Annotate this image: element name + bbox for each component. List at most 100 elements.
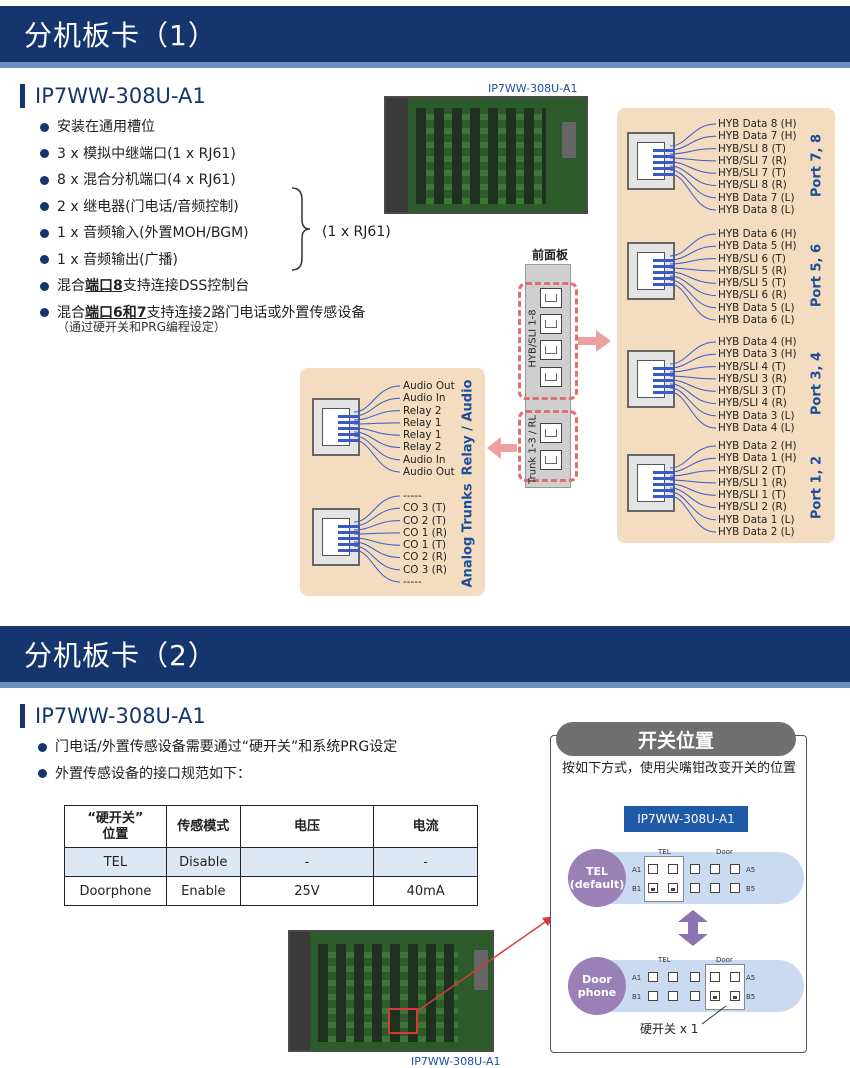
pin-a1: A1 bbox=[632, 974, 642, 982]
pin-label: Audio In bbox=[403, 453, 446, 466]
bullet-dot-icon bbox=[38, 769, 47, 779]
dip-switch-icon bbox=[668, 972, 678, 982]
pin-label: HYB Data 1 (L) bbox=[718, 513, 795, 526]
pin-label: ----- bbox=[403, 490, 422, 502]
dip-switch-icon bbox=[710, 991, 720, 1001]
rj61-jack-icon bbox=[627, 454, 675, 512]
bullet-emphasis: 端口8 bbox=[85, 278, 123, 294]
table-header: 电压 bbox=[239, 805, 375, 848]
pin-label: HYB/SLI 8 (R) bbox=[718, 179, 787, 192]
pin-label: HYB Data 1 (H) bbox=[718, 452, 797, 465]
group-label-door: Door bbox=[716, 956, 733, 964]
switch-location-highlight bbox=[388, 1008, 418, 1034]
pin-label: HYB/SLI 2 (T) bbox=[718, 464, 786, 477]
table-cell: Disable bbox=[165, 847, 241, 877]
bullet-emphasis: 端口6和7 bbox=[85, 304, 147, 321]
wire-fan-icon bbox=[353, 495, 401, 583]
bullet-item: 安装在通用槽位 bbox=[40, 114, 365, 141]
pin-label: HYB/SLI 4 (R) bbox=[718, 397, 787, 410]
rj61-jack-icon bbox=[627, 242, 675, 300]
bullet-text: 2 x 继电器(门电话/音频控制) bbox=[57, 198, 239, 215]
trunk-group-highlight bbox=[518, 410, 578, 482]
hyb-group-label: HYB/SLI 1-8 bbox=[527, 309, 539, 368]
table-cell: - bbox=[373, 847, 478, 877]
bullet-text: 安装在通用槽位 bbox=[57, 119, 155, 135]
brace-note: (1 x RJ61) bbox=[322, 224, 391, 240]
pin-label: Relay 2 bbox=[403, 441, 442, 454]
pin-label: HYB/SLI 1 (T) bbox=[718, 489, 786, 502]
dip-switch-icon bbox=[730, 883, 740, 893]
section1-bullet-list: 安装在通用槽位 3 x 模拟中继端口(1 x RJ61) 8 x 混合分机端口(4 … bbox=[40, 114, 365, 334]
rj61-jack-icon bbox=[627, 350, 675, 408]
pin-label: HYB Data 4 (H) bbox=[718, 336, 797, 348]
pin-a1: A1 bbox=[632, 866, 642, 874]
bullet-item: 外置传感设备的接口规范如下： bbox=[38, 761, 397, 788]
bullet-item: 2 x 继电器(门电话/音频控制) bbox=[40, 194, 365, 221]
pin-label: HYB Data 7 (L) bbox=[718, 191, 795, 204]
table-cell: Enable bbox=[165, 876, 241, 906]
dip-switch-icon bbox=[730, 972, 740, 982]
pin-label: HYB Data 5 (H) bbox=[718, 240, 797, 253]
bullet-dot-icon bbox=[40, 149, 49, 159]
bullet-dot-icon bbox=[40, 175, 49, 185]
dip-switch-icon bbox=[648, 991, 658, 1001]
bullet-item: 1 x 音频输入(外置MOH/BGM) bbox=[40, 220, 365, 247]
pin-label: HYB Data 8 (H) bbox=[718, 118, 797, 130]
title-bar bbox=[20, 84, 25, 108]
rj-jack-icon bbox=[540, 423, 562, 443]
section1-title: IP7WW-308U-A1 bbox=[20, 84, 206, 108]
connector-name: Relay / Audio bbox=[460, 379, 476, 476]
dip-switch-icon bbox=[730, 991, 740, 1001]
pin-label: HYB Data 6 (L) bbox=[718, 314, 795, 327]
door-note: （通过硬开关和PRG编程设定） bbox=[57, 320, 226, 334]
wire-fan-icon bbox=[669, 233, 717, 321]
pin-b1: B1 bbox=[632, 993, 642, 1001]
bullet-text: 混合 bbox=[57, 278, 85, 294]
arrow-left-icon bbox=[487, 437, 517, 459]
pin-label: Audio In bbox=[403, 392, 446, 405]
section1-title-text: IP7WW-308U-A1 bbox=[35, 84, 206, 108]
pin-label: HYB Data 6 (H) bbox=[718, 228, 797, 240]
switch-footnote: 硬开关 x 1 bbox=[640, 1022, 699, 1036]
tel-default-badge: TEL (default) bbox=[568, 849, 626, 907]
port-name: Port 5, 6 bbox=[809, 243, 825, 308]
bullet-text: 1 x 音频输入(外置MOH/BGM) bbox=[57, 225, 249, 241]
pin-label: HYB Data 3 (H) bbox=[718, 348, 797, 361]
bullet-text: 支持连接DSS控制台 bbox=[122, 278, 250, 294]
switch-model-label: IP7WW-308U-A1 bbox=[624, 806, 748, 832]
dip-switch-icon bbox=[710, 883, 720, 893]
wire-fan-icon bbox=[353, 385, 401, 473]
pin-label: Audio Out bbox=[403, 466, 455, 479]
pin-label: CO 3 (T) bbox=[403, 502, 447, 515]
pin-label: HYB Data 4 (L) bbox=[718, 422, 795, 435]
pin-a5: A5 bbox=[746, 974, 756, 982]
swap-arrow-icon bbox=[678, 910, 708, 946]
pin-b5: B5 bbox=[746, 993, 756, 1001]
pin-label: HYB/SLI 6 (T) bbox=[718, 252, 786, 265]
rj-jack-icon bbox=[540, 340, 562, 360]
bullet-item: 3 x 模拟中继端口(1 x RJ61) bbox=[40, 141, 365, 168]
bullet-text: 8 x 混合分机端口(4 x RJ61) bbox=[57, 172, 236, 188]
bullet-dot-icon bbox=[40, 122, 49, 132]
switch-panel-title: 开关位置 bbox=[556, 722, 796, 756]
pin-b5: B5 bbox=[746, 885, 756, 893]
pin-label: CO 1 (R) bbox=[403, 526, 447, 539]
port-name: Port 3, 4 bbox=[809, 351, 825, 416]
arrow-right-icon bbox=[578, 330, 611, 352]
table-cell: 25V bbox=[239, 876, 375, 906]
pin-label: CO 3 (R) bbox=[403, 563, 447, 576]
bullet-text: 门电话/外置传感设备需要通过“硬开关”和系统PRG设定 bbox=[55, 739, 398, 755]
pin-label: Relay 2 bbox=[403, 404, 442, 417]
table-header: 电流 bbox=[373, 805, 478, 848]
selected-switch-block bbox=[705, 964, 745, 1010]
table-cell: TEL bbox=[64, 847, 167, 877]
dip-switch-icon bbox=[668, 883, 678, 893]
pointer-arrow-icon bbox=[415, 916, 554, 1013]
wire-fan-icon bbox=[669, 445, 717, 533]
table-cell: Doorphone bbox=[64, 876, 167, 906]
